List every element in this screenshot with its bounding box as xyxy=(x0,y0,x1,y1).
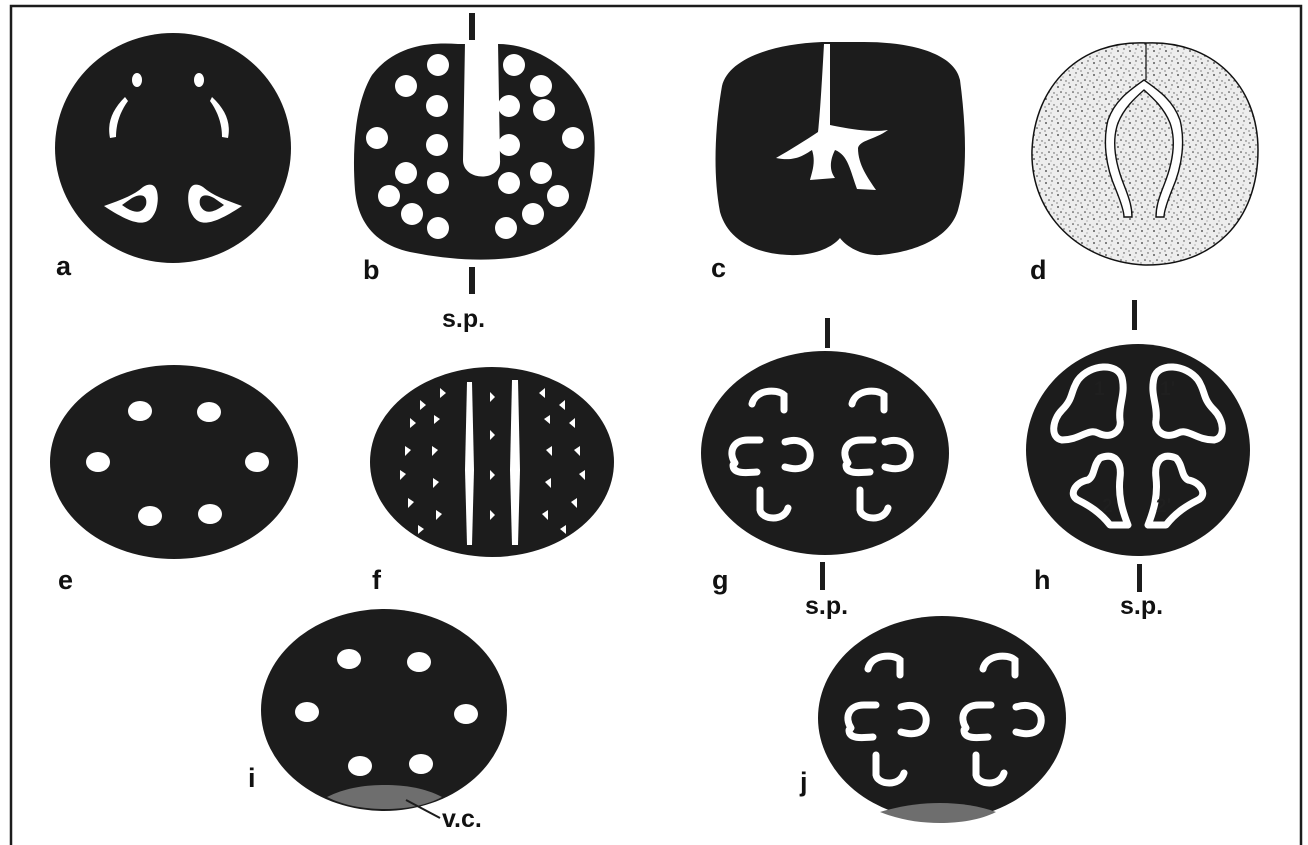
section-h xyxy=(1026,300,1250,592)
sp-label-h: s.p. xyxy=(1120,592,1163,620)
section-j xyxy=(818,616,1066,823)
section-a xyxy=(55,33,291,263)
section-b xyxy=(354,13,595,294)
section-c xyxy=(716,42,965,255)
panel-label-a: a xyxy=(56,251,72,281)
section-i xyxy=(261,609,507,818)
bundle-label-2-prime: 2' xyxy=(1156,496,1171,517)
panel-label-e: e xyxy=(58,565,73,595)
sp-label-g: s.p. xyxy=(805,592,848,620)
panel-label-d: d xyxy=(1030,255,1047,285)
panel-label-j: j xyxy=(799,767,808,797)
bundle-label-1-prime: 1' xyxy=(1160,379,1175,400)
section-d xyxy=(1032,43,1258,265)
bundle-label-2: 2 xyxy=(1102,496,1113,517)
panel-label-h: h xyxy=(1034,565,1051,595)
sp-label-b: s.p. xyxy=(442,305,485,333)
panel-label-c: c xyxy=(711,253,726,283)
panel-label-i: i xyxy=(248,763,256,793)
panel-label-f: f xyxy=(372,565,382,595)
panel-label-g: g xyxy=(712,565,729,595)
vc-label-i: v.c. xyxy=(442,805,482,833)
section-f xyxy=(370,367,614,557)
section-e xyxy=(50,365,298,559)
bundle-label-1: 1 xyxy=(1094,379,1105,400)
section-g xyxy=(701,318,949,590)
panel-label-b: b xyxy=(363,255,380,285)
